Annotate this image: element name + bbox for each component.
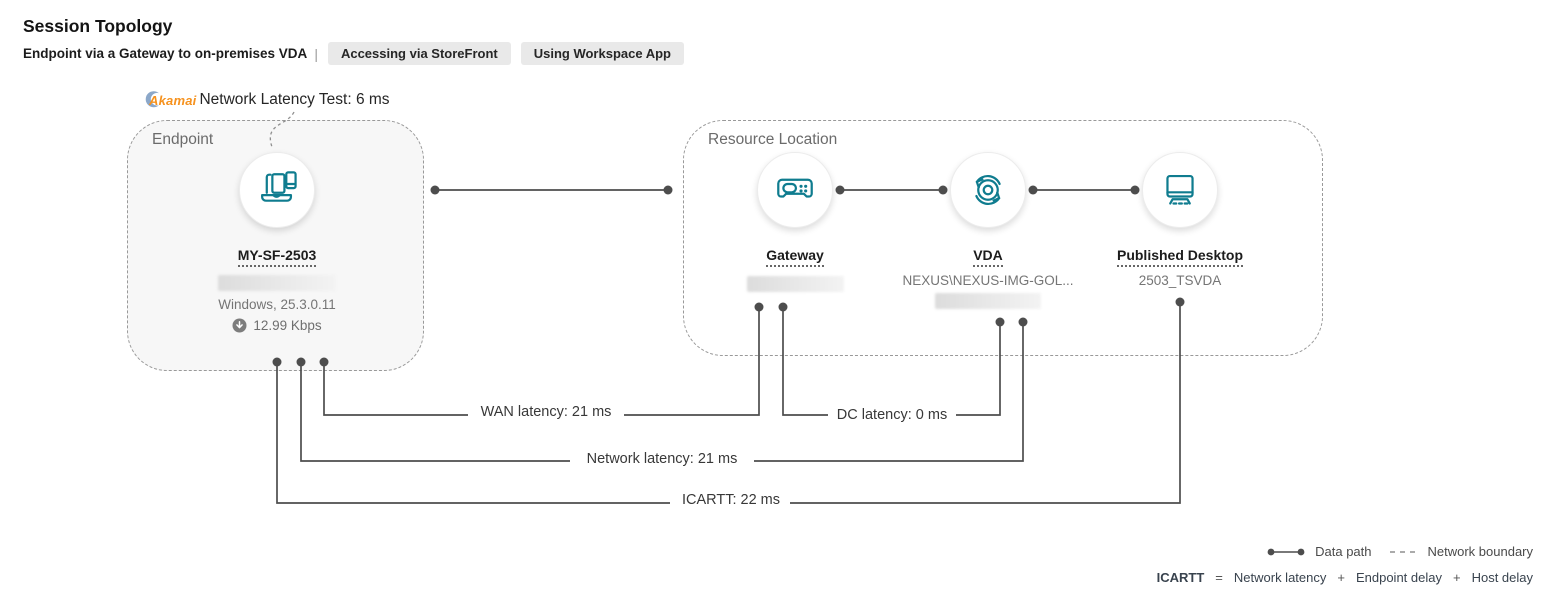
endpoint-redacted-value xyxy=(218,275,336,291)
endpoint-bandwidth-row: 12.99 Kbps xyxy=(232,318,322,333)
legend-data-path-label: Data path xyxy=(1315,544,1372,559)
published-desktop-node-circle[interactable] xyxy=(1142,152,1218,228)
legend-formula: ICARTT = Network latency + Endpoint dela… xyxy=(1157,570,1533,585)
published-desktop-label[interactable]: Published Desktop xyxy=(1116,247,1244,267)
network-latency-label: Network latency: 21 ms xyxy=(586,451,738,467)
vda-sync-icon xyxy=(962,164,1014,216)
formula-equals: = xyxy=(1215,570,1223,585)
formula-part-host-delay: Host delay xyxy=(1471,570,1533,585)
icartt-label: ICARTT: 22 ms xyxy=(681,492,781,508)
formula-plus-2: + xyxy=(1452,570,1461,585)
gateway-icon xyxy=(769,164,821,216)
published-desktop-node: Published Desktop 2503_TSVDA xyxy=(1095,152,1265,288)
akamai-logo-icon xyxy=(144,90,163,109)
endpoint-devices-icon xyxy=(251,164,303,216)
data-path-glyph xyxy=(1266,547,1306,557)
endpoint-group-label: Endpoint xyxy=(152,131,214,148)
gateway-label[interactable]: Gateway xyxy=(766,247,824,267)
endpoint-machine-name[interactable]: MY-SF-2503 xyxy=(237,247,317,267)
gateway-node: Gateway xyxy=(710,152,880,292)
network-latency-test: Akamai Network Latency Test: 6 ms xyxy=(144,90,390,109)
topology-description: Endpoint via a Gateway to on-premises VD… xyxy=(23,46,308,61)
vda-machine-name: NEXUS\NEXUS-IMG-GOL... xyxy=(902,273,1074,288)
vda-redacted-value xyxy=(935,293,1041,309)
published-desktop-name: 2503_TSVDA xyxy=(1138,273,1222,288)
endpoint-bandwidth-value: 12.99 Kbps xyxy=(253,318,322,333)
endpoint-os-version: Windows, 25.3.0.11 xyxy=(218,297,336,312)
vda-label[interactable]: VDA xyxy=(973,247,1003,267)
subtitle-separator: | xyxy=(314,45,318,62)
network-boundary-glyph xyxy=(1389,549,1419,555)
vda-node-circle[interactable] xyxy=(950,152,1026,228)
subtitle-row: Endpoint via a Gateway to on-premises VD… xyxy=(23,42,684,65)
endpoint-node: MY-SF-2503 Windows, 25.3.0.11 12.99 Kbps xyxy=(167,152,387,333)
formula-part-network-latency: Network latency xyxy=(1233,570,1327,585)
download-icon xyxy=(232,318,247,333)
legend-symbols: Data path Network boundary xyxy=(1266,544,1533,559)
formula-part-endpoint-delay: Endpoint delay xyxy=(1355,570,1442,585)
endpoint-node-circle[interactable] xyxy=(239,152,315,228)
resource-location-group-label: Resource Location xyxy=(708,131,838,148)
legend-network-boundary-label: Network boundary xyxy=(1427,544,1534,559)
akamai-brand-label: Akamai xyxy=(149,93,197,108)
published-desktop-icon xyxy=(1154,164,1206,216)
badge-storefront: Accessing via StoreFront xyxy=(327,42,511,65)
gateway-redacted-value xyxy=(746,276,844,292)
formula-term: ICARTT xyxy=(1156,570,1205,585)
badge-workspace-app: Using Workspace App xyxy=(520,42,684,65)
page-title: Session Topology xyxy=(23,16,173,36)
dc-latency-label: DC latency: 0 ms xyxy=(836,407,948,423)
formula-plus-1: + xyxy=(1337,570,1345,585)
vda-node: VDA NEXUS\NEXUS-IMG-GOL... xyxy=(893,152,1083,309)
network-latency-test-label: Network Latency Test: 6 ms xyxy=(199,90,390,108)
gateway-node-circle[interactable] xyxy=(757,152,833,228)
wan-latency-label: WAN latency: 21 ms xyxy=(480,404,612,420)
